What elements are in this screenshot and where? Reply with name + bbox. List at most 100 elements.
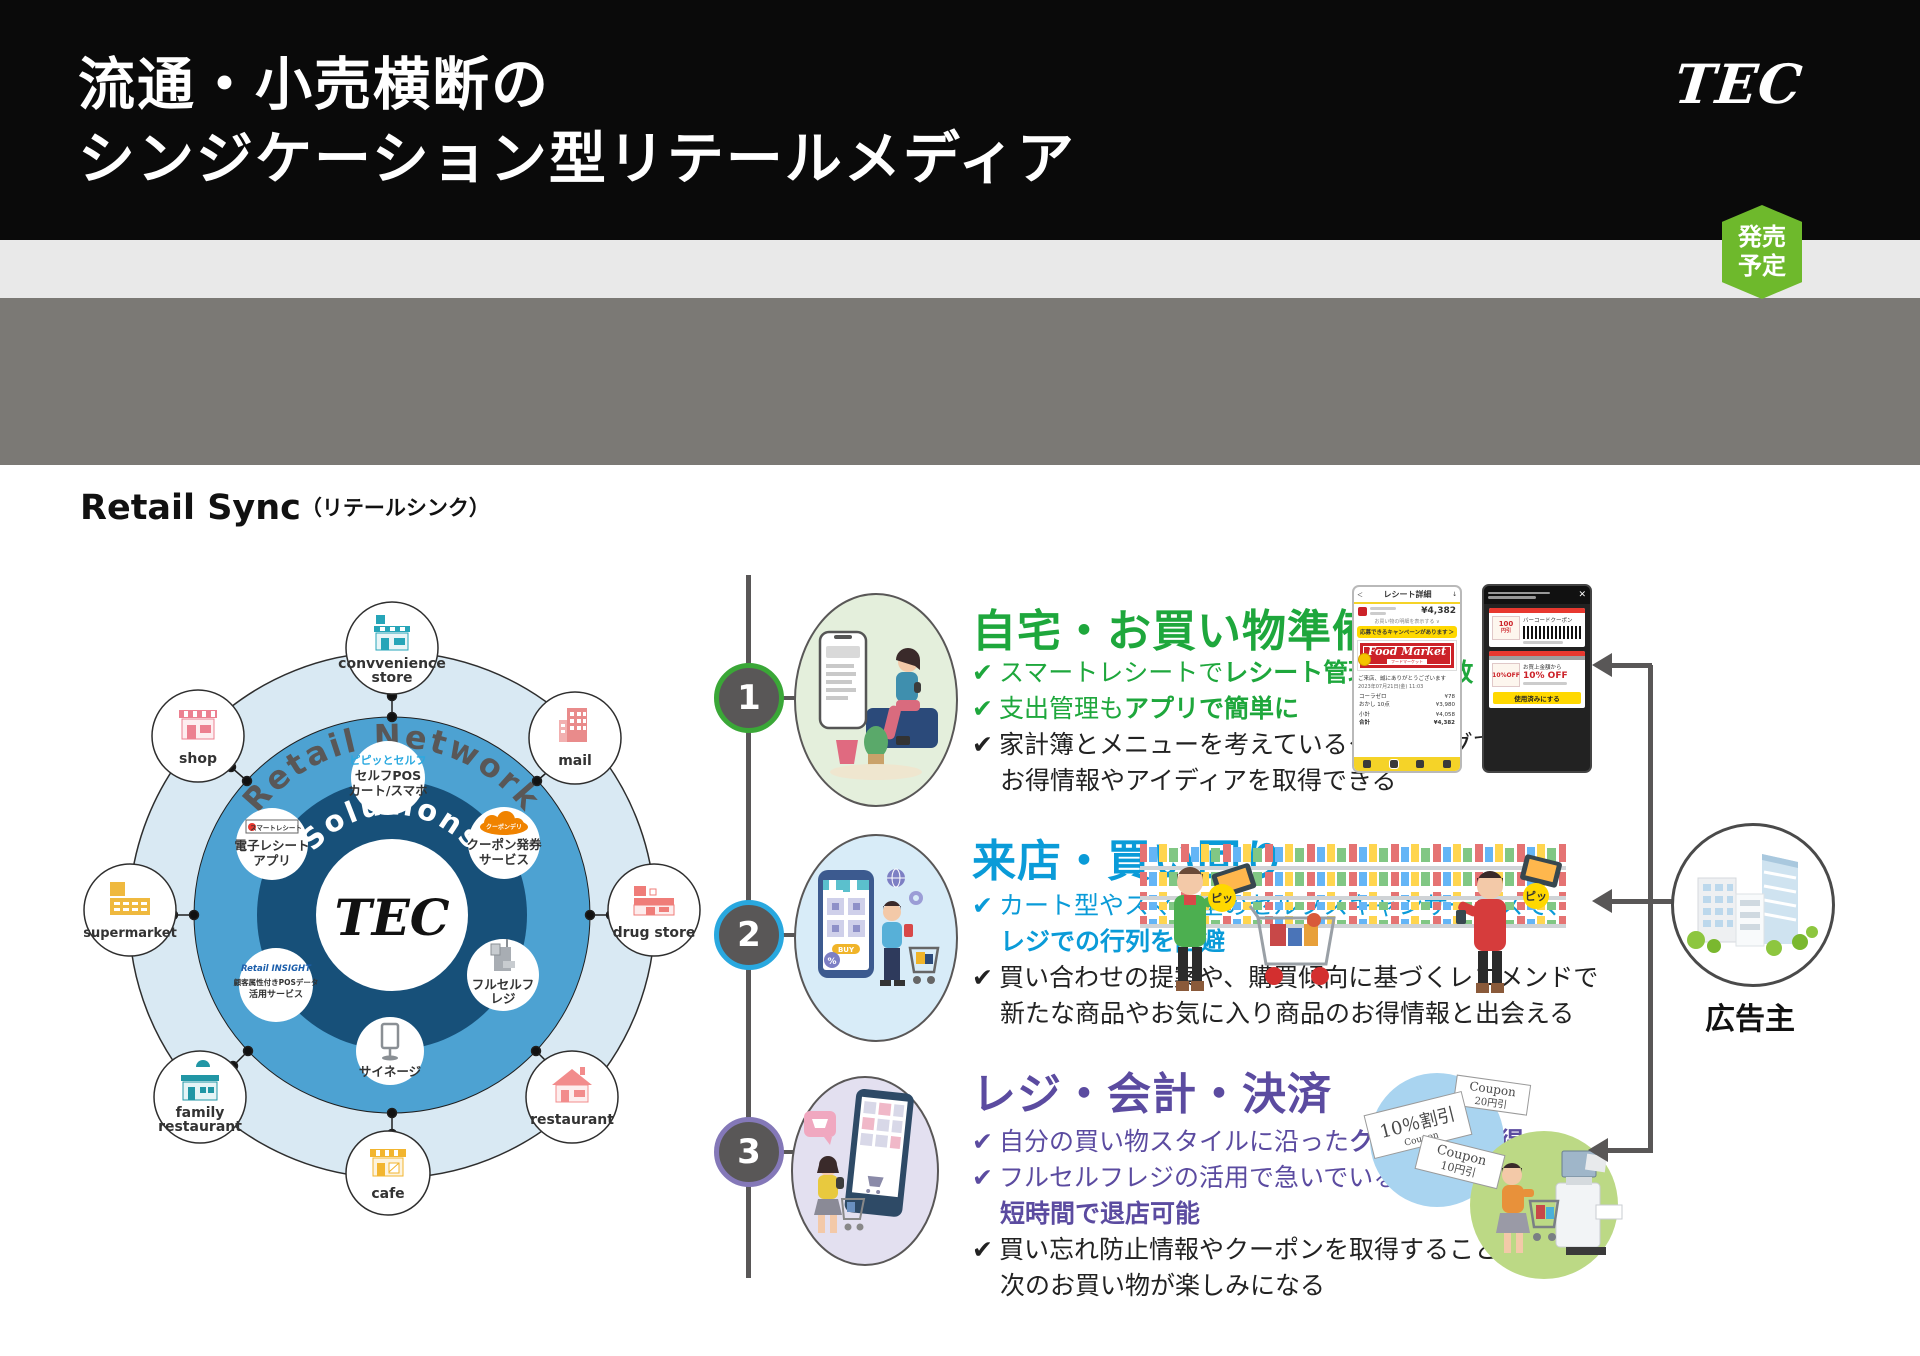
- smart-receipt-logo: スマートレシート: [250, 824, 302, 832]
- receipt-screen-title: レシート詳細: [1383, 590, 1432, 599]
- svg-text:shop: shop: [179, 751, 217, 767]
- food-market-sign: Food Market フードマーケット: [1357, 640, 1457, 671]
- center-circle: [316, 839, 468, 991]
- woman-with-phone: [883, 648, 921, 745]
- office-buildings-icon: [1687, 854, 1818, 956]
- greeting: ご来店、誠にありがとうございます: [1358, 676, 1447, 682]
- percent-icon: [824, 952, 840, 968]
- svg-text:ピッ: ピッ: [1525, 890, 1547, 903]
- download-icon: ↓: [1451, 591, 1457, 598]
- step-3-title: レジ・会計・決済: [972, 1069, 1332, 1120]
- svg-text:supermarket: supermarket: [83, 926, 177, 941]
- svg-text:サービス: サービス: [479, 852, 529, 867]
- feature-band: 東芝テックのソリューションを そのままメディア活用可能 消費者の購買動線に沿った…: [0, 298, 1920, 760]
- svg-text:セルフPOS: セルフPOS: [355, 768, 421, 783]
- store-family-restaurant: family restaurant: [153, 1050, 247, 1144]
- title-line2: シンジケーション型リテールメディア: [78, 126, 1076, 192]
- svg-text:restaurant: restaurant: [530, 1112, 614, 1128]
- coupon-slip-20: Coupon 20円引: [1452, 1074, 1532, 1116]
- checkout-coupon-scene: Coupon 20円引 10％割引 Coupon Coupon 10円引: [1363, 1073, 1623, 1279]
- arrow-line-3: [1606, 1148, 1652, 1153]
- svg-text:カート/スマホ: カート/スマホ: [348, 783, 427, 798]
- signage-icon: [380, 1022, 400, 1061]
- step-1-title: 自宅・お買い物準備: [972, 606, 1377, 657]
- solution-full-self-register: フルセルフ レジ: [467, 939, 539, 1011]
- product-band: Retail Sync（リテールシンク）: [0, 240, 1920, 528]
- arrow-line-1: [1610, 663, 1652, 668]
- coupon-value: 10% OFF: [1523, 671, 1568, 681]
- smart-receipt-phone: ＜ レシート詳細 ↓ ¥4,382 お買い物の明細を表示する ∨ 応募できるキャ…: [1352, 585, 1462, 773]
- mall-building-icon: [559, 708, 587, 742]
- check-icon: ✔: [972, 730, 993, 759]
- arrow-left-icon: [1588, 1138, 1608, 1162]
- store-drug-store: drug store: [607, 863, 701, 957]
- center-tec-logo: TEC: [334, 888, 449, 947]
- tablet-scanner: ピッ: [1208, 863, 1257, 912]
- arrow-left-icon: [1592, 653, 1612, 677]
- plant: [864, 726, 888, 758]
- kiosk-screen: [844, 1089, 914, 1217]
- store-supermarket: supermarket: [83, 863, 177, 957]
- connector: [776, 696, 798, 700]
- convenience-store-icon: [374, 615, 410, 651]
- shopping-cart: [1248, 905, 1336, 985]
- check-icon: ✔: [972, 1235, 993, 1264]
- coupon-100-badge: 100 円引: [1492, 616, 1520, 640]
- cafe-icon: [370, 1149, 406, 1177]
- step-1-badge: 1: [714, 663, 784, 733]
- advertiser-feed-line: [1648, 665, 1653, 1153]
- svg-text:フルセルフ: フルセルフ: [472, 977, 535, 992]
- store-logo: [1358, 606, 1367, 616]
- retail-insight-logo: Retail INSIGHT: [241, 964, 312, 974]
- cart-speech-bubble: [804, 1111, 836, 1145]
- barcode: [1523, 626, 1582, 639]
- connector: [776, 1150, 794, 1154]
- store-scan-scene: ピッ ピッ: [1140, 842, 1566, 993]
- chevron-icon: ＞: [1448, 630, 1454, 636]
- step-3-illustration: [791, 1076, 939, 1266]
- solution-coupon-service: クーポンデリ クーポン発券 サービス: [466, 807, 542, 879]
- check-icon: ✔: [972, 963, 993, 992]
- svg-text:アプリ: アプリ: [253, 853, 291, 868]
- svg-text:store: store: [371, 670, 412, 686]
- svg-text:convvenience: convvenience: [338, 656, 446, 672]
- coupon-10off-badge: 10%OFF: [1492, 663, 1520, 687]
- store-cafe: cafe: [345, 1130, 431, 1216]
- step-2-illustration: BUY %: [794, 834, 958, 1042]
- customer-at-register: [1496, 1163, 1560, 1253]
- arrow-line-2: [1610, 899, 1674, 904]
- svg-text:サイネージ: サイネージ: [359, 1064, 422, 1079]
- advertiser-circle: [1671, 823, 1835, 987]
- title-line1: 流通・小売横断の: [78, 52, 550, 118]
- solution-signage: サイネージ: [356, 1017, 424, 1085]
- shopper-red: ピッ: [1456, 854, 1562, 993]
- use-coupon-button[interactable]: 使用済みにする: [1493, 692, 1581, 704]
- receipt-app-navbar: [1354, 757, 1460, 771]
- store-mall: mail: [528, 691, 622, 785]
- step-3-badge: 3: [714, 1117, 784, 1187]
- receipt-amount: ¥4,382: [1421, 606, 1456, 616]
- svg-text:レジ: レジ: [490, 991, 516, 1006]
- svg-text:電子レシート: 電子レシート: [234, 838, 309, 853]
- svg-text:クーポン発券: クーポン発券: [466, 837, 542, 852]
- supermarket-icon: [110, 882, 150, 915]
- step-1-illustration: [794, 593, 958, 807]
- drug-store-icon: [633, 886, 675, 916]
- coupon-title: バーコードクーポン: [1523, 618, 1573, 624]
- check-icon: ✔: [972, 694, 993, 723]
- svg-text:mail: mail: [558, 753, 592, 769]
- smart-receipt-logo-box: [245, 819, 299, 834]
- shopping-bag: [836, 740, 858, 764]
- svg-text:restaurant: restaurant: [158, 1119, 242, 1135]
- shop-icon: [179, 710, 217, 740]
- detail-toggle: お買い物の明細を表示する ∨: [1374, 619, 1440, 625]
- divider: [1273, 634, 1278, 760]
- product-name: Retail Sync（リテールシンク）: [80, 488, 490, 528]
- coupon-phone: ✕ 100 円引 バーコードクーポン 10%OFF: [1482, 584, 1592, 773]
- store-convenience-store: convvenience store: [338, 601, 446, 695]
- close-icon: ✕: [1578, 590, 1586, 600]
- check-icon: ✔: [972, 658, 993, 687]
- svg-text:%: %: [827, 957, 836, 967]
- woman-at-kiosk: [814, 1156, 866, 1233]
